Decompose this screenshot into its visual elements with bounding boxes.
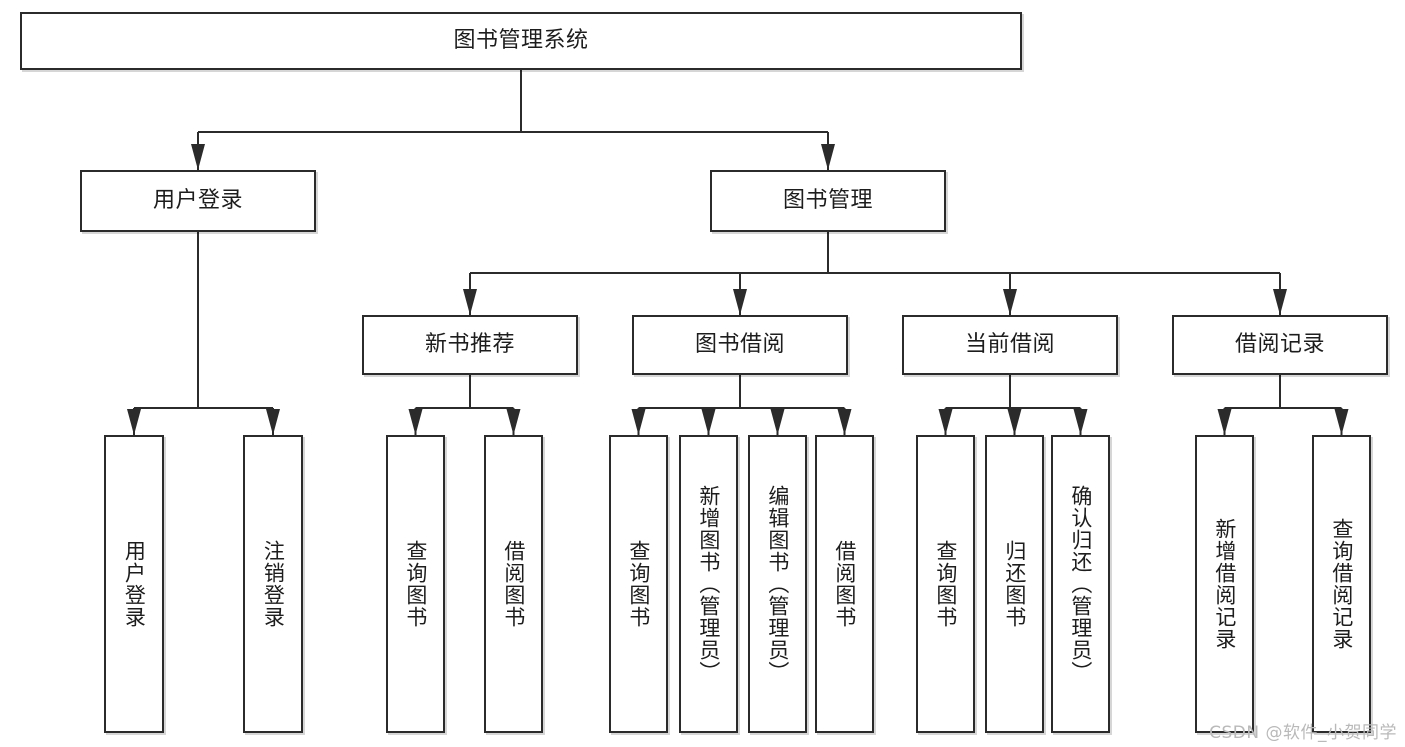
node-leaf-query-record: 查询借阅记录 — [1312, 435, 1371, 733]
node-borrow-record: 借阅记录 — [1172, 315, 1388, 375]
arrowhead-e-br-leaf1 — [1217, 409, 1232, 435]
arrowhead-e-bb-leaf3 — [770, 409, 785, 435]
node-label: 注销登录 — [261, 540, 286, 628]
arrowhead-e-ul-leaf2 — [266, 409, 280, 435]
node-label: 新增借阅记录 — [1212, 518, 1237, 650]
watermark-text: CSDN @软件_小贺同学 — [1209, 723, 1397, 743]
node-leaf-user-login: 用户登录 — [104, 435, 164, 733]
node-leaf-query-book-2: 查询图书 — [609, 435, 668, 733]
node-leaf-confirm-return: 确认归还（管理员） — [1051, 435, 1110, 733]
node-root: 图书管理系统 — [20, 12, 1022, 70]
node-label: 借阅图书 — [501, 540, 526, 628]
node-leaf-logout: 注销登录 — [243, 435, 303, 733]
node-label: 查询图书 — [403, 540, 428, 628]
node-label: 查询图书 — [626, 540, 651, 628]
node-user-login: 用户登录 — [80, 170, 316, 232]
node-label: 编辑图书（管理员） — [765, 485, 790, 683]
node-book-borrow: 图书借阅 — [632, 315, 848, 375]
node-leaf-add-record: 新增借阅记录 — [1195, 435, 1254, 733]
arrowhead-e-br-leaf2 — [1334, 409, 1349, 435]
arrowhead-e-nbr-leaf2 — [506, 409, 521, 435]
node-leaf-add-book: 新增图书（管理员） — [679, 435, 738, 733]
arrowhead-e-bm-new-book-rec — [463, 289, 477, 315]
node-label: 图书管理 — [782, 187, 873, 213]
arrowhead-e-cb-leaf1 — [938, 409, 953, 435]
node-label: 确认归还（管理员） — [1068, 485, 1093, 683]
node-label: 当前借阅 — [964, 331, 1055, 357]
node-book-manage: 图书管理 — [710, 170, 946, 232]
node-leaf-return-book: 归还图书 — [985, 435, 1044, 733]
arrowhead-e-bm-book-borrow — [733, 289, 747, 315]
arrowhead-e-cb-leaf3 — [1073, 409, 1088, 435]
node-leaf-borrow-book-1: 借阅图书 — [484, 435, 543, 733]
node-label: 新书推荐 — [424, 331, 515, 357]
node-label: 借阅图书 — [832, 540, 857, 628]
node-label: 图书管理系统 — [453, 27, 589, 53]
arrowhead-e-bb-leaf4 — [837, 409, 852, 435]
arrowhead-e-bb-leaf2 — [701, 409, 716, 435]
node-label: 查询图书 — [933, 540, 958, 628]
node-label: 归还图书 — [1002, 540, 1027, 628]
arrowhead-e-ul-leaf1 — [127, 409, 141, 435]
node-label: 用户登录 — [152, 187, 243, 213]
arrowhead-e-bb-leaf1 — [631, 409, 646, 435]
arrowhead-e-root-user-login — [191, 144, 205, 170]
arrowhead-e-bm-borrow-record — [1273, 289, 1287, 315]
arrowhead-e-bm-current-borrow — [1003, 289, 1017, 315]
node-leaf-edit-book: 编辑图书（管理员） — [748, 435, 807, 733]
arrowhead-e-nbr-leaf1 — [408, 409, 423, 435]
arrowhead-e-cb-leaf2 — [1007, 409, 1022, 435]
node-leaf-borrow-book-2: 借阅图书 — [815, 435, 874, 733]
node-leaf-query-book-1: 查询图书 — [386, 435, 445, 733]
node-current-borrow: 当前借阅 — [902, 315, 1118, 375]
node-new-book-rec: 新书推荐 — [362, 315, 578, 375]
node-label: 用户登录 — [122, 540, 147, 628]
node-label: 查询借阅记录 — [1329, 518, 1354, 650]
node-label: 借阅记录 — [1234, 331, 1325, 357]
node-label: 新增图书（管理员） — [696, 485, 721, 683]
node-label: 图书借阅 — [694, 331, 785, 357]
node-leaf-query-book-3: 查询图书 — [916, 435, 975, 733]
arrowhead-e-root-book-manage — [821, 144, 835, 170]
